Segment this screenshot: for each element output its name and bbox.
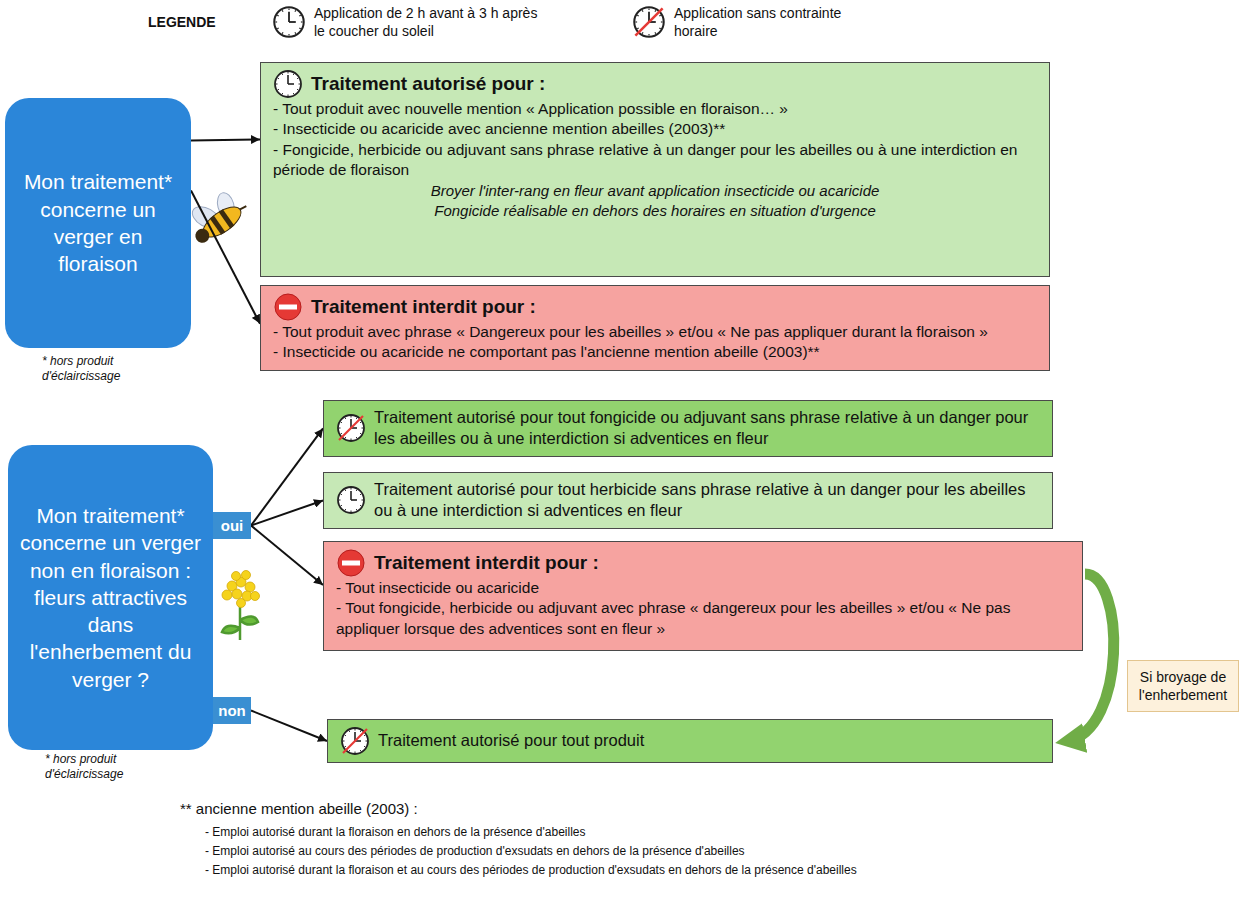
connector-arrow [251, 428, 323, 525]
heading-row: Traitement autorisé pour tout produit [340, 726, 1040, 756]
box-text: - Insecticide ou acaricide avec ancienne… [273, 119, 1037, 139]
forbidden-box: Traitement interdit pour :- Tout produit… [260, 285, 1050, 371]
note-box: Si broyage de l'enherbement [1127, 660, 1239, 712]
footnote-line: - Emploi autorisé durant la floraison et… [205, 863, 1205, 878]
footnote-line: - Emploi autorisé durant la floraison en… [205, 825, 1205, 840]
box-text: Fongicide réalisable en dehors des horai… [273, 201, 1037, 221]
box-text: - Tout produit avec phrase « Dangereux p… [273, 322, 1037, 342]
box-heading: oui [221, 517, 244, 534]
nolimit-icon [340, 726, 370, 756]
clock-icon [272, 5, 306, 39]
box-heading: Traitement autorisé pour : [311, 71, 545, 97]
heading-row: Traitement autorisé pour tout fongicide … [336, 407, 1040, 450]
heading-row: Traitement autorisé pour tout herbicide … [336, 479, 1040, 522]
legend-text: Application sans contrainte horaire [674, 4, 842, 40]
box-heading: Si broyage de l'enherbement [1134, 668, 1232, 704]
box-text: - Fongicide, herbicide ou adjuvant sans … [273, 140, 1037, 181]
box-text: - Tout insecticide ou acaricide [336, 578, 1070, 598]
box-heading: Mon traitement* concerne un verger en fl… [17, 168, 179, 277]
heading-row: Traitement autorisé pour : [273, 69, 1037, 99]
allowed-box: Traitement autorisé pour tout herbicide … [323, 472, 1053, 529]
box-heading: Traitement autorisé pour tout herbicide … [374, 479, 1040, 522]
box-text: - Tout fongicide, herbicide ou adjuvant … [336, 598, 1070, 639]
forbid-icon [336, 548, 366, 578]
box-text: Broyer l'inter-rang en fleur avant appli… [273, 181, 1037, 201]
legend-heading: LEGENDE [148, 14, 258, 32]
connector-arrow [191, 191, 260, 324]
forbid-icon [273, 292, 303, 322]
allowed-box: Traitement autorisé pour :- Tout produit… [260, 62, 1050, 277]
box-text: - Insecticide ou acaricide ne comportant… [273, 342, 1037, 362]
flower-illustration [222, 571, 260, 641]
legend-item: Application sans contrainte horaire [632, 4, 842, 40]
box-heading: Traitement interdit pour : [311, 294, 536, 320]
legend-text: Application de 2 h avant à 3 h après le … [314, 4, 548, 40]
heading-row: Traitement interdit pour : [273, 292, 1037, 322]
allowed-box: Traitement autorisé pour tout fongicide … [323, 400, 1053, 457]
clock-icon [336, 485, 366, 515]
connector-arrow [251, 711, 327, 742]
nolimit-icon [632, 5, 666, 39]
box-heading: Traitement interdit pour : [374, 550, 599, 576]
box-heading: Traitement autorisé pour tout fongicide … [374, 407, 1040, 450]
connector-arrow [191, 139, 260, 140]
answer-tag: oui [213, 512, 251, 539]
answer-tag: non [213, 697, 251, 724]
connector-arrow [251, 500, 323, 525]
nolimit-icon [336, 413, 366, 443]
clock-icon [273, 69, 303, 99]
condition-box: Mon traitement* concerne un verger en fl… [5, 98, 191, 348]
footnote: * hors produit d'éclaircissage [42, 354, 162, 384]
footnote-line: - Emploi autorisé au cours des périodes … [205, 844, 1205, 859]
box-heading: Traitement autorisé pour tout produit [378, 730, 644, 751]
box-heading: Mon traitement* concerne un verger non e… [20, 502, 201, 693]
forbidden-box: Traitement interdit pour :- Tout insecti… [323, 541, 1083, 651]
connector-arrow [251, 526, 323, 586]
allowed-box: Traitement autorisé pour tout produit [327, 719, 1053, 763]
heading-row: Traitement interdit pour : [336, 548, 1070, 578]
box-text: - Tout produit avec nouvelle mention « A… [273, 99, 1037, 119]
box-heading: non [218, 702, 246, 719]
condition-box: Mon traitement* concerne un verger non e… [8, 445, 213, 750]
footnote-heading: ** ancienne mention abeille (2003) : [180, 800, 780, 819]
legend-item: Application de 2 h avant à 3 h après le … [272, 4, 548, 40]
footnote: * hors produit d'éclaircissage [45, 752, 165, 782]
